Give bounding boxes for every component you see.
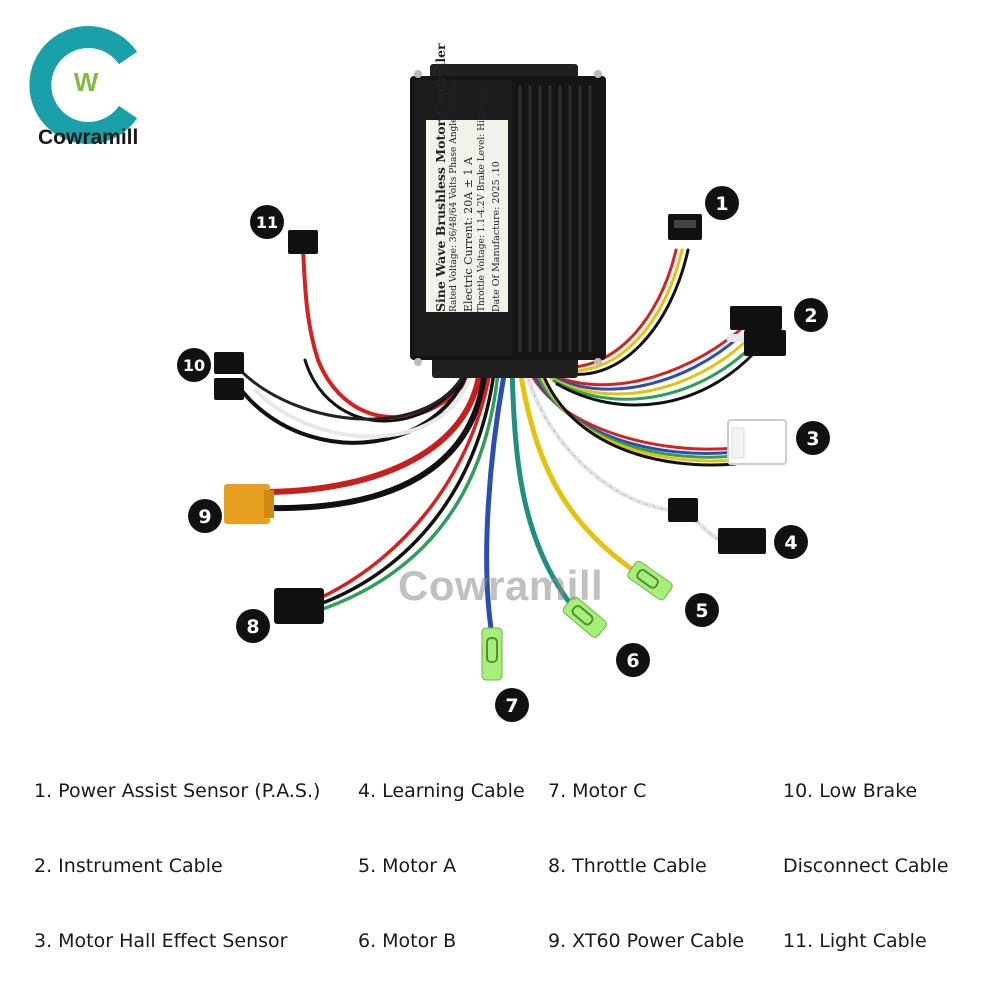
controller-box [410, 64, 606, 378]
number-markers: 1 2 3 4 5 6 7 8 9 10 11 [177, 186, 830, 722]
legend-item-10: 10. Low Brake [783, 780, 918, 802]
legend-item-10-cont: Disconnect Cable [783, 855, 949, 877]
label-line-2: Rated Voltage: 36/48/64 Volts Phase Angl… [449, 67, 459, 312]
legend-item-5: 5. Motor A [358, 855, 457, 877]
brand-name: Cowramill [38, 126, 139, 149]
svg-text:11: 11 [256, 213, 278, 232]
marker-10: 10 [177, 348, 211, 382]
legend-item-3: 3. Motor Hall Effect Sensor [34, 930, 288, 952]
label-line-1: Sine Wave Brushless Motor Controller [433, 43, 448, 312]
marker-7: 7 [495, 688, 529, 722]
marker-11: 11 [250, 205, 284, 239]
legend-item-11: 11. Light Cable [783, 930, 927, 952]
svg-text:1: 1 [715, 193, 728, 215]
product-diagram: W [29, 26, 830, 722]
svg-text:5: 5 [695, 600, 708, 622]
marker-9: 9 [188, 499, 222, 533]
legend-item-7: 7. Motor C [548, 780, 647, 802]
marker-4: 4 [774, 525, 808, 559]
marker-3: 3 [796, 421, 830, 455]
label-line-3: Electric Current: 20A ± 1 A [462, 157, 475, 312]
svg-text:2: 2 [804, 305, 817, 327]
svg-text:7: 7 [505, 695, 518, 717]
legend-item-6: 6. Motor B [358, 930, 457, 952]
marker-1: 1 [705, 186, 739, 220]
legend-item-9: 9. XT60 Power Cable [548, 930, 745, 952]
cable-legend: 1. Power Assist Sensor (P.A.S.) 2. Instr… [0, 770, 1000, 970]
svg-text:9: 9 [198, 506, 211, 528]
wires [230, 248, 764, 638]
marker-6: 6 [616, 643, 650, 677]
watermark: Cowramill [398, 562, 604, 609]
marker-2: 2 [794, 298, 828, 332]
label-line-5: Date Of Manufacture: 2025 .10 [491, 161, 502, 312]
svg-text:8: 8 [246, 616, 259, 638]
label-line-4: Throttle Voltage: 1.1-4.2V Brake Level: … [477, 86, 487, 312]
legend-item-1: 1. Power Assist Sensor (P.A.S.) [34, 780, 321, 802]
controller-illustration: W [29, 26, 830, 722]
logo-letter: W [74, 67, 99, 97]
marker-8: 8 [236, 609, 270, 643]
marker-5: 5 [685, 593, 719, 627]
controller-sticker [426, 120, 508, 312]
legend-item-8: 8. Throttle Cable [548, 855, 707, 877]
svg-text:4: 4 [784, 532, 797, 554]
svg-text:10: 10 [183, 356, 205, 375]
cowramill-logo: W [29, 26, 138, 144]
legend-item-4: 4. Learning Cable [358, 780, 525, 802]
svg-text:6: 6 [626, 650, 639, 672]
connectors [214, 214, 787, 681]
legend-item-2: 2. Instrument Cable [34, 855, 223, 877]
svg-text:3: 3 [806, 428, 819, 450]
